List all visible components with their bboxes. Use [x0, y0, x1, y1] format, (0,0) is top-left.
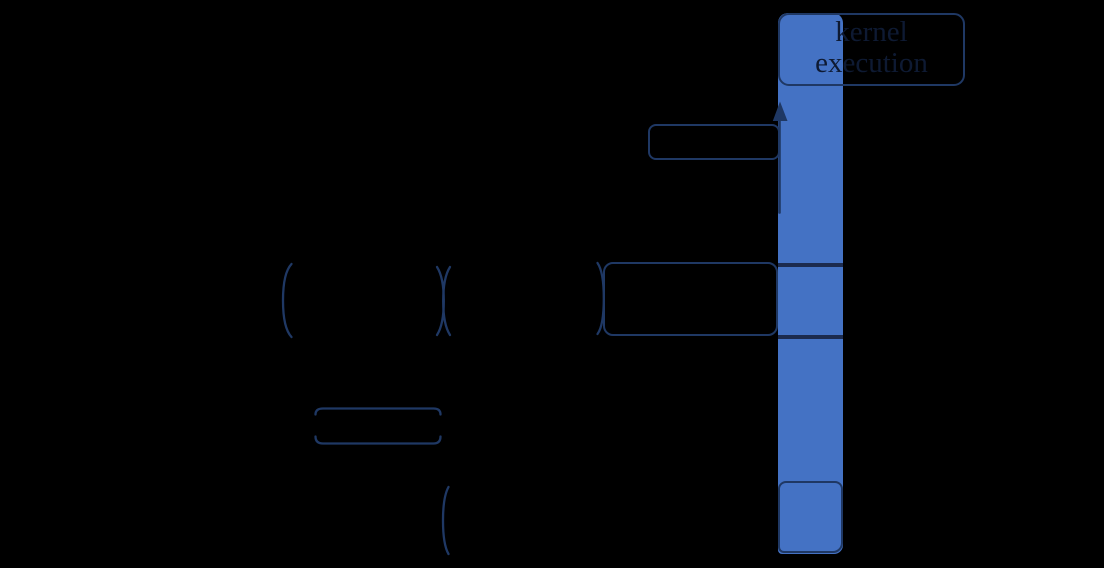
kernel-execution-label-line2: execution [815, 47, 928, 79]
bar-segment-divider [778, 263, 843, 267]
bar-bottom-segment-outline [777, 481, 843, 553]
open-parenthesis-icon [441, 485, 450, 556]
open-parenthesis-icon [281, 262, 293, 339]
kernel-execution-label-line1: kernel [835, 16, 908, 48]
up-arrow-icon [772, 101, 788, 121]
bar-segment-divider [778, 335, 843, 339]
under-bracket-icon [314, 435, 442, 445]
timeline-bar [778, 13, 843, 554]
open-parenthesis-icon [442, 265, 452, 337]
close-parenthesis-icon [596, 261, 605, 336]
kernel-execution-box: kernel execution [778, 13, 965, 86]
over-bracket-icon [314, 407, 442, 416]
